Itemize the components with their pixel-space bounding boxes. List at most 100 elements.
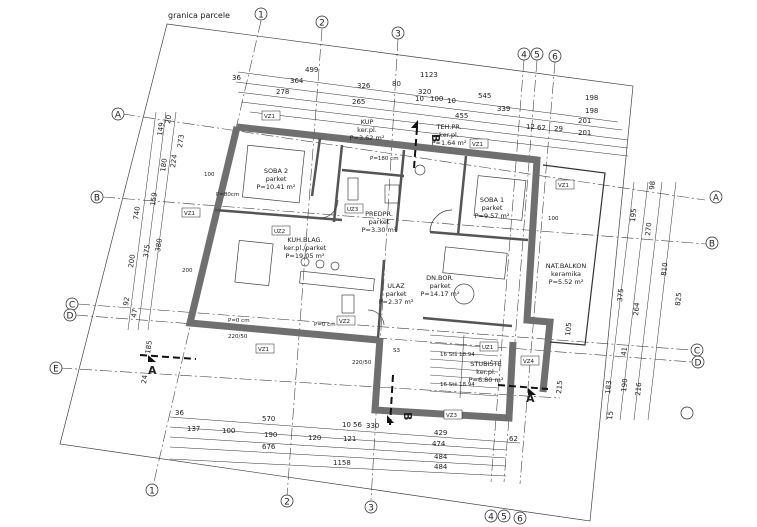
tag-uz2-text: UZ2 <box>274 229 285 235</box>
dim-left-200: 200 <box>127 254 137 268</box>
room-labels: SOBA 2 parket P=10.41 m² KUP ker.pl. P=3… <box>257 118 587 384</box>
room-soba1: SOBA 1 parket P=9.57 m² <box>475 196 510 220</box>
grid-bubble-4-bottom: 4 <box>484 509 498 523</box>
grid-bubble-5-bottom: 5 <box>497 509 511 523</box>
room-dnbor-floor: parket <box>430 282 451 290</box>
dim-bottom-120: 120 <box>308 434 321 442</box>
dim-left-273: 273 <box>176 134 186 148</box>
dim-top-36: 36 <box>232 74 241 82</box>
section-label-b-bottom: B <box>401 412 414 420</box>
door-swing-soba1 <box>429 209 453 233</box>
dim-top-198b: 198 <box>585 107 598 115</box>
dim-bottom-36: 36 <box>175 409 184 417</box>
dim-top-1123: 1123 <box>420 71 438 79</box>
tag-vz4-text: VZ4 <box>523 359 535 365</box>
dim-bottom-137: 137 <box>187 425 200 433</box>
dim-bottom-330: 330 <box>366 422 379 430</box>
room-predpr-floor: parket <box>369 218 390 226</box>
tag-vz2: VZ2 <box>336 315 356 326</box>
dim-right-375: 375 <box>616 288 625 302</box>
sill-height-1: P=0 cm <box>228 318 250 324</box>
tag-vz1-text-2: VZ1 <box>472 142 483 148</box>
dim-top-499: 499 <box>305 66 318 74</box>
door-swing-ulaz <box>367 309 385 326</box>
dim-top-198a: 198 <box>585 94 598 102</box>
grid-label-5-bottom: 5 <box>501 513 507 523</box>
grid-bubble-2-bottom: 2 <box>280 494 294 508</box>
grid-bubble-B-right: B <box>705 236 719 250</box>
kitchen-counter <box>299 270 375 292</box>
dim-left-180: 180 <box>159 158 169 172</box>
tag-vz1-text-3: VZ1 <box>558 183 569 189</box>
sill-height-4: P=180 cm <box>370 156 399 162</box>
tag-vz3: VZ3 <box>443 409 463 420</box>
dim-bottom-190: 190 <box>264 431 277 439</box>
dim-top-339: 339 <box>497 105 510 113</box>
grid-bubble-C-right: C <box>690 343 704 357</box>
dim-top-80: 80 <box>392 80 401 88</box>
dim-bottom-1158: 1158 <box>333 459 351 467</box>
grid-line-A <box>122 113 706 201</box>
wall-ulaz-east <box>376 259 386 339</box>
tag-uz2: UZ2 <box>271 225 291 236</box>
grid-label-1-bottom: 1 <box>149 487 155 497</box>
dim-right-98: 98 <box>648 180 657 190</box>
dim-bottom-484a: 484 <box>434 453 448 461</box>
dim-top-265: 265 <box>352 98 365 106</box>
dim-top-326: 326 <box>357 82 371 90</box>
wall-soba2-east <box>310 137 322 197</box>
dim-left-375: 375 <box>142 244 152 258</box>
dim-bottom-62: 62 <box>509 435 518 443</box>
cell-220-b: 220/50 <box>352 360 372 366</box>
grid-bubble-D-left: D <box>63 308 77 322</box>
dim-top-455: 455 <box>455 112 468 120</box>
grid-bubble-A-right: A <box>709 190 723 204</box>
wall-north-east <box>236 123 554 393</box>
stair-tread-6 <box>429 374 499 381</box>
dim-right-105: 105 <box>564 322 573 336</box>
shower-kup <box>384 184 400 204</box>
left-dimension-texts: 149 740 273 224 20 180 159 380 200 375 9… <box>122 114 186 384</box>
room-tehpr-area: P=1.64 m² <box>432 139 467 147</box>
dim-top-29: 29 <box>554 125 563 133</box>
room-soba2-floor: parket <box>266 175 287 183</box>
tag-uz3-text: UZ3 <box>347 207 359 213</box>
grid-bubble-4-top: 4 <box>517 47 531 61</box>
grid-bubble-3-top: 3 <box>391 26 405 40</box>
section-line-b-bottom <box>389 374 394 426</box>
dim-bottom-474: 474 <box>432 440 446 448</box>
dim-bottom-10: 10 <box>342 421 351 429</box>
room-ulaz: ULAZ parket P=2.37 m² <box>379 282 414 306</box>
dim-left-24: 24 <box>140 374 149 384</box>
grid-bubble-D-right: D <box>691 355 705 369</box>
dim-right-183: 183 <box>604 380 613 394</box>
grid-bubbles: 1 2 3 4 5 6 1 2 3 4 5 6 A B C D E A B C … <box>49 7 723 525</box>
room-dnbor: DN.BOR. parket P=14.17 m² <box>421 274 460 298</box>
stairs <box>429 334 499 399</box>
room-soba1-floor: parket <box>482 204 503 212</box>
bottom-dimension-texts: 36 570 10 56 330 137 100 190 120 121 429… <box>175 409 518 471</box>
room-ulaz-name: ULAZ <box>387 282 405 290</box>
dim-top-545: 545 <box>478 92 491 100</box>
dim-left-224: 224 <box>169 153 179 168</box>
room-stub-area: P=6.80 m² <box>469 376 504 384</box>
cell-100-b: 100 <box>548 216 559 222</box>
section-label-b-top: B <box>429 134 442 142</box>
boiler-circle <box>414 164 426 176</box>
dim-right-15: 15 <box>606 410 615 420</box>
section-label-a-right: A <box>526 392 535 405</box>
top-dimension-texts: 499 1123 36 364 326 80 320 278 265 10 10… <box>232 66 598 137</box>
exterior-walls <box>185 123 606 422</box>
grid-line-6 <box>519 61 556 485</box>
section-line-a-right <box>497 384 549 390</box>
wc-kup <box>347 177 359 201</box>
room-nat-area: P=5.52 m² <box>549 278 584 286</box>
grid-line-E <box>59 367 561 399</box>
tag-vz1-text-4: VZ1 <box>184 211 195 217</box>
section-line-b-top <box>413 127 418 169</box>
chair-2 <box>315 259 325 269</box>
cell-200-a: 200 <box>182 268 193 274</box>
dim-right-41: 41 <box>620 346 629 356</box>
stair-tread-3 <box>429 350 499 357</box>
